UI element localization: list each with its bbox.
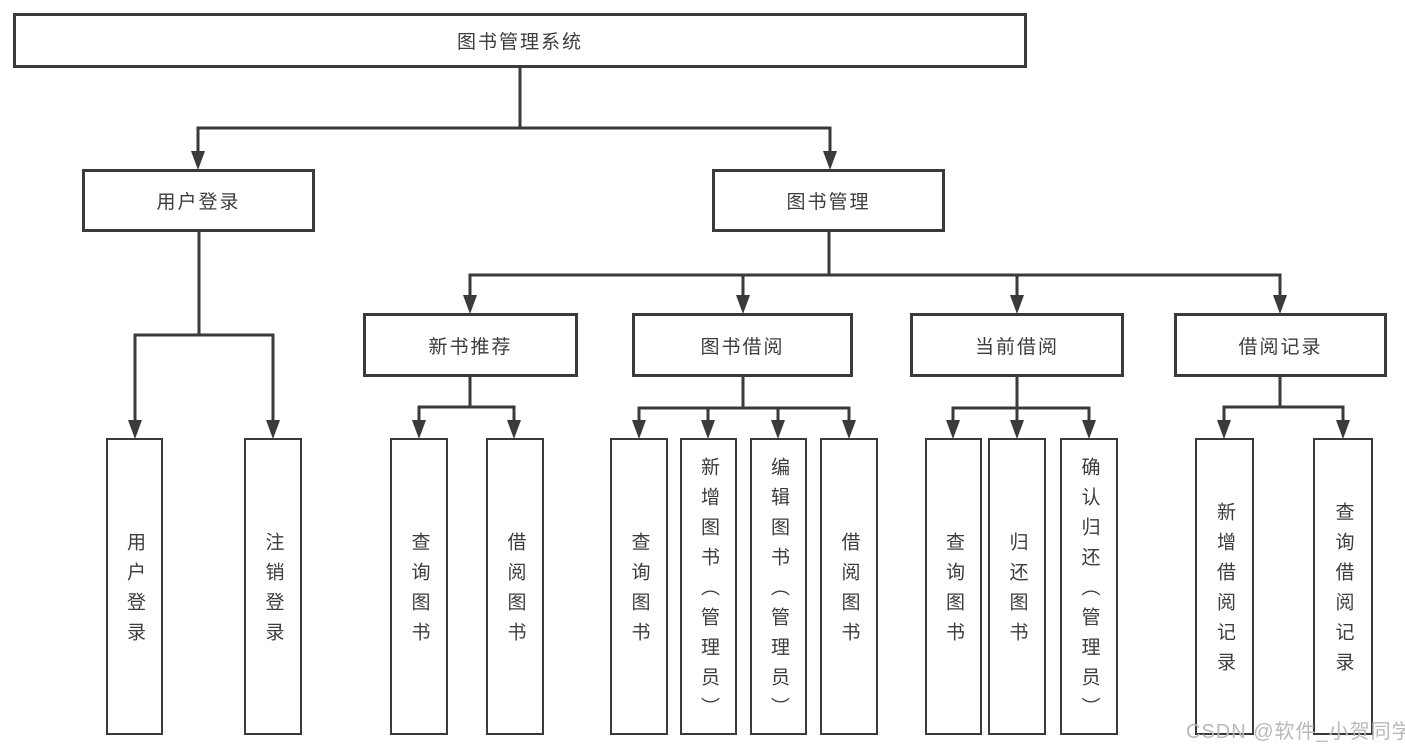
leaf-query-borrow-record: 查询借阅记录 bbox=[1313, 438, 1373, 735]
csdn-watermark: CSDN @软件_小贺同学 bbox=[1186, 721, 1405, 743]
leaf-borrow-book-label: 借阅图书 bbox=[838, 531, 860, 652]
connector-new-book-rec-children bbox=[417, 377, 516, 424]
leaf-confirm-return-admin: 确认归还（管理员） bbox=[1060, 438, 1118, 735]
leaf-return-book: 归还图书 bbox=[988, 438, 1046, 735]
leaf-query-book-label: 查询图书 bbox=[628, 531, 650, 652]
leaf-return-book-label: 归还图书 bbox=[1006, 531, 1028, 652]
leaf-edit-book-admin-label: 编辑图书（管理员） bbox=[768, 456, 789, 727]
leaf-query-book-under-new-book-rec: 查询图书 bbox=[390, 438, 448, 735]
leaf-query-book-under-book-borrow: 查询图书 bbox=[610, 438, 668, 735]
node-user-login: 用户登录 bbox=[82, 169, 315, 232]
leaf-borrow-book-label: 借阅图书 bbox=[504, 531, 526, 652]
node-current-borrow: 当前借阅 bbox=[910, 313, 1124, 377]
node-borrow-record-label: 借阅记录 bbox=[1238, 336, 1323, 358]
connector-root-to-level2 bbox=[196, 68, 832, 154]
leaf-borrow-book-under-book-borrow: 借阅图书 bbox=[820, 438, 878, 735]
leaf-logout-login-label: 注销登录 bbox=[262, 531, 284, 652]
node-book-mgmt: 图书管理 bbox=[712, 169, 945, 232]
node-borrow-record: 借阅记录 bbox=[1174, 313, 1387, 377]
leaf-confirm-return-admin-label: 确认归还（管理员） bbox=[1078, 456, 1100, 727]
node-book-borrow: 图书借阅 bbox=[632, 313, 853, 377]
leaf-query-book-label: 查询图书 bbox=[943, 531, 964, 652]
connector-book-borrow-children bbox=[637, 377, 851, 424]
node-user-login-label: 用户登录 bbox=[156, 192, 241, 213]
node-root-label: 图书管理系统 bbox=[456, 32, 583, 53]
leaf-add-book-admin: 新增图书（管理员） bbox=[680, 438, 737, 735]
connector-book-mgmt-children bbox=[468, 232, 1282, 300]
leaf-logout-login: 注销登录 bbox=[244, 438, 302, 735]
node-current-borrow-label: 当前借阅 bbox=[974, 336, 1059, 358]
leaf-user-login-label: 用户登录 bbox=[124, 531, 145, 652]
node-new-book-recommend-label: 新书推荐 bbox=[428, 336, 513, 358]
leaf-query-borrow-record-label: 查询借阅记录 bbox=[1332, 501, 1354, 682]
leaf-user-login: 用户登录 bbox=[106, 438, 163, 735]
connector-borrow-record-children bbox=[1222, 377, 1345, 424]
leaf-query-book-under-current-borrow: 查询图书 bbox=[925, 438, 982, 735]
leaf-edit-book-admin: 编辑图书（管理员） bbox=[750, 438, 807, 735]
leaf-add-borrow-record-label: 新增借阅记录 bbox=[1214, 501, 1235, 682]
node-root: 图书管理系统 bbox=[13, 13, 1027, 68]
node-book-borrow-label: 图书借阅 bbox=[700, 336, 785, 358]
connector-current-borrow-children bbox=[951, 377, 1091, 424]
node-new-book-recommend: 新书推荐 bbox=[363, 313, 578, 377]
leaf-add-book-admin-label: 新增图书（管理员） bbox=[698, 456, 719, 727]
leaf-query-book-label: 查询图书 bbox=[408, 531, 430, 652]
leaf-borrow-book-under-new-book-rec: 借阅图书 bbox=[486, 438, 544, 735]
leaf-add-borrow-record: 新增借阅记录 bbox=[1195, 438, 1254, 735]
connector-user-login-children bbox=[133, 232, 275, 424]
node-book-mgmt-label: 图书管理 bbox=[786, 192, 871, 213]
